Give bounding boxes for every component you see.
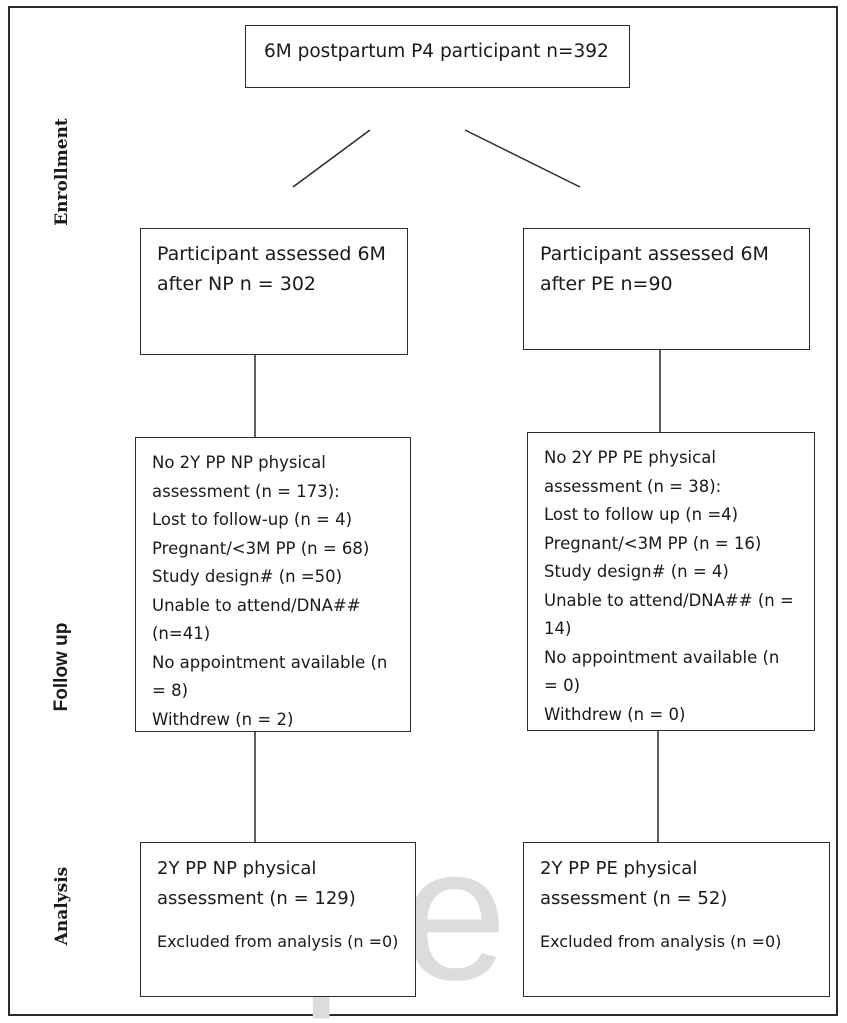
np-followup-line: Pregnant/<3M PP (n = 68): [152, 538, 370, 558]
pe-assessed-line: after PE n=90: [540, 273, 673, 295]
pe-followup-line: Withdrew (n = 0): [544, 704, 686, 724]
pe-followup-line: 14): [544, 619, 572, 638]
np-assessed-line: Participant assessed 6M: [157, 243, 386, 265]
np-analysis-line: 2Y PP NP physical: [157, 858, 317, 879]
np-followup-line: Study design# (n =50): [152, 567, 343, 586]
np-followup-line: No appointment available (n: [152, 652, 388, 672]
np-followup-line: Unable to attend/DNA##: [152, 595, 361, 615]
pe-followup-line: assessment (n = 38):: [544, 476, 722, 496]
stage-label-analysis: Analysis: [52, 866, 72, 946]
stage-label-follow-up: Follow up: [51, 622, 72, 712]
np-followup-line: = 8): [152, 681, 189, 700]
pe-followup-line: Unable to attend/DNA## (n =: [544, 590, 794, 610]
pe-followup-line: No 2Y PP PE physical: [544, 448, 716, 467]
split-line-right: [464, 129, 581, 188]
pe-followup-line: Lost to follow up (n =4): [544, 505, 739, 524]
pe-excluded: Excluded from analysis (n =0): [540, 932, 782, 951]
stage-label-enrollment: Enrollment: [52, 118, 72, 226]
enrollment-box: 6M postpartum P4 participant n=392: [245, 25, 630, 88]
split-line-left: [292, 129, 371, 188]
np-followup-box: No 2Y PP NP physical assessment (n = 173…: [135, 437, 411, 732]
pe-followup-line: No appointment available (n: [544, 647, 780, 667]
np-excluded: Excluded from analysis (n =0): [157, 932, 399, 951]
np-assessed-line: after NP n = 302: [157, 273, 317, 295]
pe-assessed-box: Participant assessed 6M after PE n=90: [523, 228, 810, 350]
pe-analysis-line: assessment (n = 52): [540, 888, 728, 909]
np-followup-line: (n=41): [152, 624, 211, 643]
pe-followup-box: No 2Y PP PE physical assessment (n = 38)…: [527, 432, 815, 731]
pe-analysis-box: 2Y PP PE physical assessment (n = 52) Ex…: [523, 842, 830, 997]
np-followup-line: assessment (n = 173):: [152, 481, 340, 501]
pe-assessed-line: Participant assessed 6M: [540, 243, 769, 265]
pe-analysis-line: 2Y PP PE physical: [540, 858, 698, 879]
np-assessed-box: Participant assessed 6M after NP n = 302: [140, 228, 408, 355]
np-analysis-line: assessment (n = 129): [157, 888, 356, 909]
np-followup-line: No 2Y PP NP physical: [152, 453, 326, 472]
pe-followup-line: Study design# (n = 4): [544, 562, 729, 581]
np-followup-line: Lost to follow-up (n = 4): [152, 510, 353, 529]
np-analysis-box: 2Y PP NP physical assessment (n = 129) E…: [140, 842, 416, 997]
pe-followup-line: Pregnant/<3M PP (n = 16): [544, 533, 762, 553]
enrollment-title: 6M postpartum P4 participant n=392: [264, 41, 609, 62]
np-followup-line: Withdrew (n = 2): [152, 709, 294, 729]
pe-followup-line: = 0): [544, 676, 581, 695]
